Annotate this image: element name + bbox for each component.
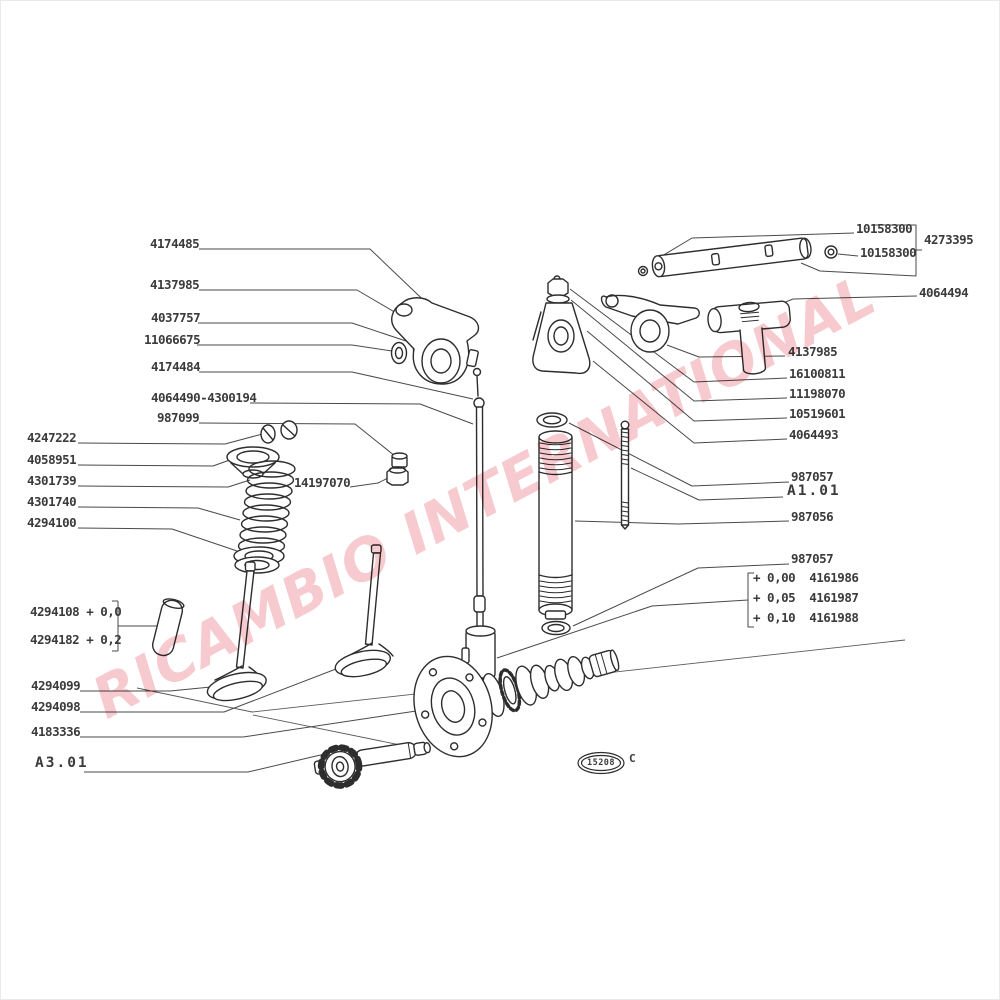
part-label-4183336: 4183336 — [31, 724, 81, 739]
part-label-987099: 987099 — [157, 410, 200, 425]
part-label-16100811: 16100811 — [789, 366, 846, 381]
valve-guide-drawing — [151, 598, 185, 657]
part-label-4161988: + 0,10 4161988 — [753, 610, 859, 625]
part-label-4174484: 4174484 — [151, 359, 201, 374]
part-label-14197070: 14197070 — [294, 475, 351, 490]
part-label-4294182: 4294182 + 0,2 — [30, 632, 122, 647]
part-label-4174485: 4174485 — [150, 236, 200, 251]
part-label-4064493: 4064493 — [789, 427, 839, 442]
sheet-ref-a1-01: A1.01 — [787, 483, 841, 499]
camshaft-drawing — [413, 649, 620, 758]
part-label-4161987: + 0,05 4161987 — [753, 590, 859, 605]
part-label-10158300-a: 10158300 — [856, 221, 913, 236]
oil-pump-gear-drawing — [313, 741, 431, 789]
stamp-suffix: C — [629, 752, 636, 765]
construction-lines — [136, 639, 906, 750]
part-label-4247222: 4247222 — [27, 430, 77, 445]
valve-spring-drawing — [226, 420, 298, 574]
pushrod-drawing — [473, 397, 486, 631]
part-label-10158300-b: 10158300 — [860, 245, 917, 260]
intake-valve-drawing — [334, 544, 394, 678]
part-label-4294098: 4294098 — [31, 699, 81, 714]
pushrod-tube-drawing — [536, 412, 573, 636]
part-label-4161986: + 0,00 4161986 — [753, 570, 859, 585]
part-label-4294099: 4294099 — [31, 678, 81, 693]
part-label-4137985: 4137985 — [150, 277, 200, 292]
part-label-4037757: 4037757 — [151, 310, 201, 325]
sheet-ref-a3-01: A3.01 — [35, 755, 89, 771]
valve-cap-nut-drawing — [386, 452, 409, 486]
part-label-4064490-4300194: 4064490-4300194 — [151, 390, 257, 405]
exhaust-valve-drawing — [206, 561, 267, 702]
part-label-11066675: 11066675 — [144, 332, 201, 347]
part-label-4294100: 4294100 — [27, 515, 77, 530]
part-label-4064494: 4064494 — [919, 285, 969, 300]
stamp-number: 15208 — [586, 758, 616, 768]
part-label-10519601: 10519601 — [789, 406, 846, 421]
part-label-4137985-right: 4137985 — [788, 344, 838, 359]
tappet-drawing — [461, 625, 496, 680]
leader-lines — [77, 224, 922, 773]
stamp-oval — [577, 751, 625, 775]
part-label-4294108: 4294108 + 0,0 — [30, 604, 122, 619]
part-label-987056: 987056 — [791, 509, 834, 524]
part-label-4301739: 4301739 — [27, 473, 77, 488]
part-label-4301740: 4301740 — [27, 494, 77, 509]
part-label-987057-b: 987057 — [791, 551, 834, 566]
part-label-4058951: 4058951 — [27, 452, 77, 467]
tee-fitting-drawing — [707, 300, 791, 375]
stud-drawing — [620, 420, 630, 530]
rocker-arm-right-drawing — [600, 294, 700, 353]
part-label-11198070: 11198070 — [789, 386, 846, 401]
part-label-4273395: 4273395 — [924, 232, 974, 247]
part-label-987057-a: 987057 — [791, 469, 834, 484]
rocker-arm-left-drawing — [390, 297, 482, 397]
rocker-shaft-drawing — [637, 237, 838, 278]
rocker-support-bracket-drawing — [532, 275, 591, 375]
